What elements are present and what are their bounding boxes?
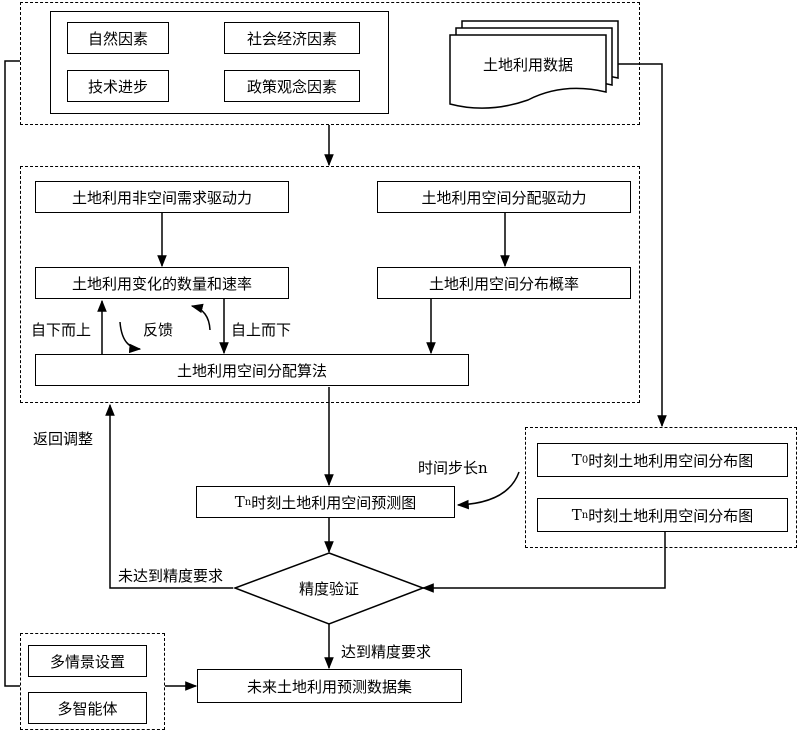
arrow-feedback-right — [190, 303, 211, 331]
tn-prediction-label: 时刻土地利用空间预测图 — [251, 493, 417, 512]
tn-prediction-subscript: n — [244, 496, 252, 508]
feedback-label: 反馈 — [143, 321, 174, 339]
allocation-algorithm-box: 土地利用空间分配算法 — [35, 354, 469, 386]
arrow-not-met-return — [105, 403, 233, 589]
arrow-data-to-maps — [618, 63, 667, 428]
multi-scenario-box: 多情景设置 — [28, 645, 147, 677]
tn-map-subscript: n — [581, 509, 589, 521]
quantity-rate-box: 土地利用变化的数量和速率 — [35, 267, 289, 299]
nonspatial-demand-box: 土地利用非空间需求驱动力 — [35, 181, 289, 213]
not-met-label: 未达到精度要求 — [118, 567, 224, 585]
policy-factors-box: 政策观念因素 — [224, 70, 360, 102]
return-adjust-label: 返回调整 — [33, 430, 94, 448]
tn-map-label: 时刻土地利用空间分布图 — [588, 506, 754, 525]
t0-map-subscript: 0 — [581, 454, 589, 466]
natural-factors-label: 自然因素 — [87, 29, 148, 48]
future-dataset-box: 未来土地利用预测数据集 — [197, 669, 462, 703]
time-step-label: 时间步长n — [418, 459, 488, 477]
arrow-time-step — [456, 471, 520, 510]
observed-maps-group — [525, 427, 797, 548]
tn-prediction-t: T — [234, 493, 245, 511]
natural-factors-box: 自然因素 — [67, 22, 169, 54]
spatial-prob-label: 土地利用空间分布概率 — [428, 274, 579, 293]
tn-map-t: T — [571, 506, 582, 524]
spatial-alloc-driver-label: 土地利用空间分配驱动力 — [421, 188, 587, 207]
socioeconomic-factors-box: 社会经济因素 — [224, 22, 360, 54]
tech-progress-label: 技术进步 — [87, 77, 148, 96]
future-dataset-label: 未来土地利用预测数据集 — [246, 677, 412, 696]
drivers-panel — [50, 11, 389, 114]
drivers-group — [20, 2, 640, 125]
accuracy-check-diamond — [232, 552, 426, 625]
model-group — [20, 166, 640, 403]
accuracy-check-label: 精度验证 — [298, 579, 359, 598]
top-down-label: 自上而下 — [231, 321, 292, 339]
line-left-return — [4, 60, 20, 687]
socioeconomic-factors-label: 社会经济因素 — [246, 29, 337, 48]
spatial-prob-box: 土地利用空间分布概率 — [377, 267, 631, 299]
tech-progress-box: 技术进步 — [67, 70, 169, 102]
document-stack-icon — [449, 20, 619, 109]
scenario-group — [20, 633, 165, 730]
arrow-tn-map-to-check — [421, 532, 666, 593]
multi-scenario-label: 多情景设置 — [49, 652, 125, 671]
multi-agent-label: 多智能体 — [57, 699, 118, 718]
met-label: 达到精度要求 — [341, 643, 432, 661]
policy-factors-label: 政策观念因素 — [246, 77, 337, 96]
nonspatial-demand-label: 土地利用非空间需求驱动力 — [71, 188, 252, 207]
allocation-algorithm-label: 土地利用空间分配算法 — [176, 361, 327, 380]
multi-agent-box: 多智能体 — [28, 692, 147, 724]
arrow-feedback-left — [119, 321, 142, 354]
spatial-alloc-driver-box: 土地利用空间分配驱动力 — [377, 181, 631, 213]
quantity-rate-label: 土地利用变化的数量和速率 — [71, 274, 252, 293]
t0-map-label: 时刻土地利用空间分布图 — [588, 451, 754, 470]
land-use-data-label: 土地利用数据 — [482, 55, 573, 74]
bottom-up-label: 自下而上 — [31, 321, 92, 339]
t0-map-t: T — [571, 451, 582, 469]
